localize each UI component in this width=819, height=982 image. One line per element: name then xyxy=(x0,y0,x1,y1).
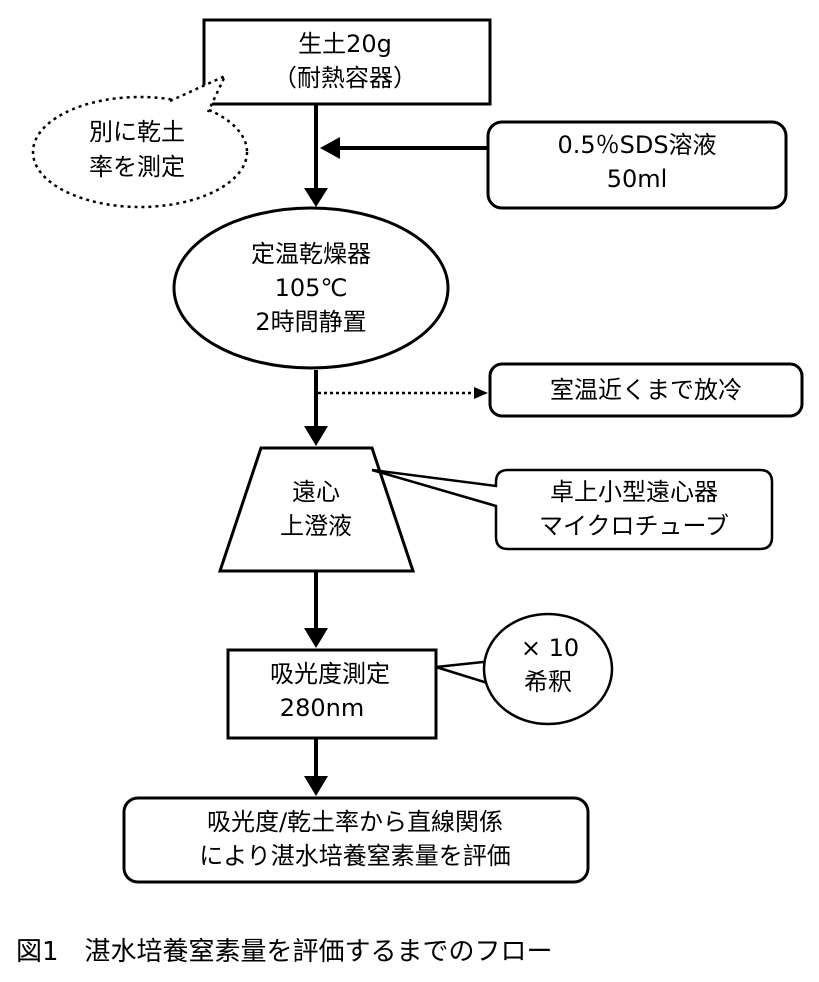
figure-caption: 図1 湛水培養窒素量を評価するまでのフロー xyxy=(16,937,553,967)
dryer-label: 定温乾燥器 xyxy=(251,240,371,268)
dryer-node: 定温乾燥器 105℃ 2時間静置 xyxy=(172,206,450,370)
dryer-duration: 2時間静置 xyxy=(255,308,366,336)
raw-soil-container-label: （耐熱容器） xyxy=(273,64,417,92)
arrowhead-absorbance-to-evaluation xyxy=(304,776,328,796)
cool-note-label: 室温近くまで放冷 xyxy=(550,376,742,404)
evaluation-line2: により湛水培養窒素量を評価 xyxy=(199,842,511,870)
evaluation-line1: 吸光度/乾土率から直線関係 xyxy=(207,808,503,836)
centrifuge-label: 遠心 xyxy=(292,478,340,506)
raw-soil-node: 生土20g （耐熱容器） xyxy=(202,18,492,106)
arrowhead-dryer-to-centrifuge xyxy=(304,426,328,446)
cool-note: 室温近くまで放冷 xyxy=(488,362,804,418)
sds-solution-volume: 50ml xyxy=(607,165,668,193)
arrowhead-to-cool-note xyxy=(474,387,488,399)
centrifuge-note-line1: 卓上小型遠心器 xyxy=(550,478,718,506)
dry-rate-note-line2: 率を測定 xyxy=(89,153,185,181)
raw-soil-label: 生土20g xyxy=(298,30,392,58)
centrifuge-note: 卓上小型遠心器 マイクロチューブ xyxy=(371,468,774,551)
absorbance-node: 吸光度測定 280nm xyxy=(226,648,438,740)
arrowhead-sds-to-flow xyxy=(320,137,340,159)
dryer-temperature: 105℃ xyxy=(275,274,348,302)
dry-rate-note-line1: 別に乾土 xyxy=(89,118,185,146)
evaluation-node: 吸光度/乾土率から直線関係 により湛水培養窒素量を評価 xyxy=(122,796,590,884)
arrowhead-soil-to-dryer xyxy=(304,188,328,207)
dilution-note: × 10 希釈 xyxy=(435,612,614,726)
supernatant-label: 上澄液 xyxy=(280,512,352,540)
dry-rate-note: 別に乾土 率を測定 xyxy=(31,73,249,209)
arrowhead-centrifuge-to-absorbance xyxy=(304,628,328,648)
absorbance-label: 吸光度測定 xyxy=(270,660,390,688)
sds-solution-node: 0.5％SDS溶液 50ml xyxy=(486,120,788,210)
centrifuge-note-line2: マイクロチューブ xyxy=(539,512,729,540)
dilution-label: 希釈 xyxy=(524,668,572,696)
centrifuge-node: 遠心 上澄液 xyxy=(217,446,416,573)
sds-solution-label: 0.5％SDS溶液 xyxy=(557,131,716,159)
absorbance-wavelength: 280nm xyxy=(280,694,364,722)
dilution-factor: × 10 xyxy=(521,634,579,662)
